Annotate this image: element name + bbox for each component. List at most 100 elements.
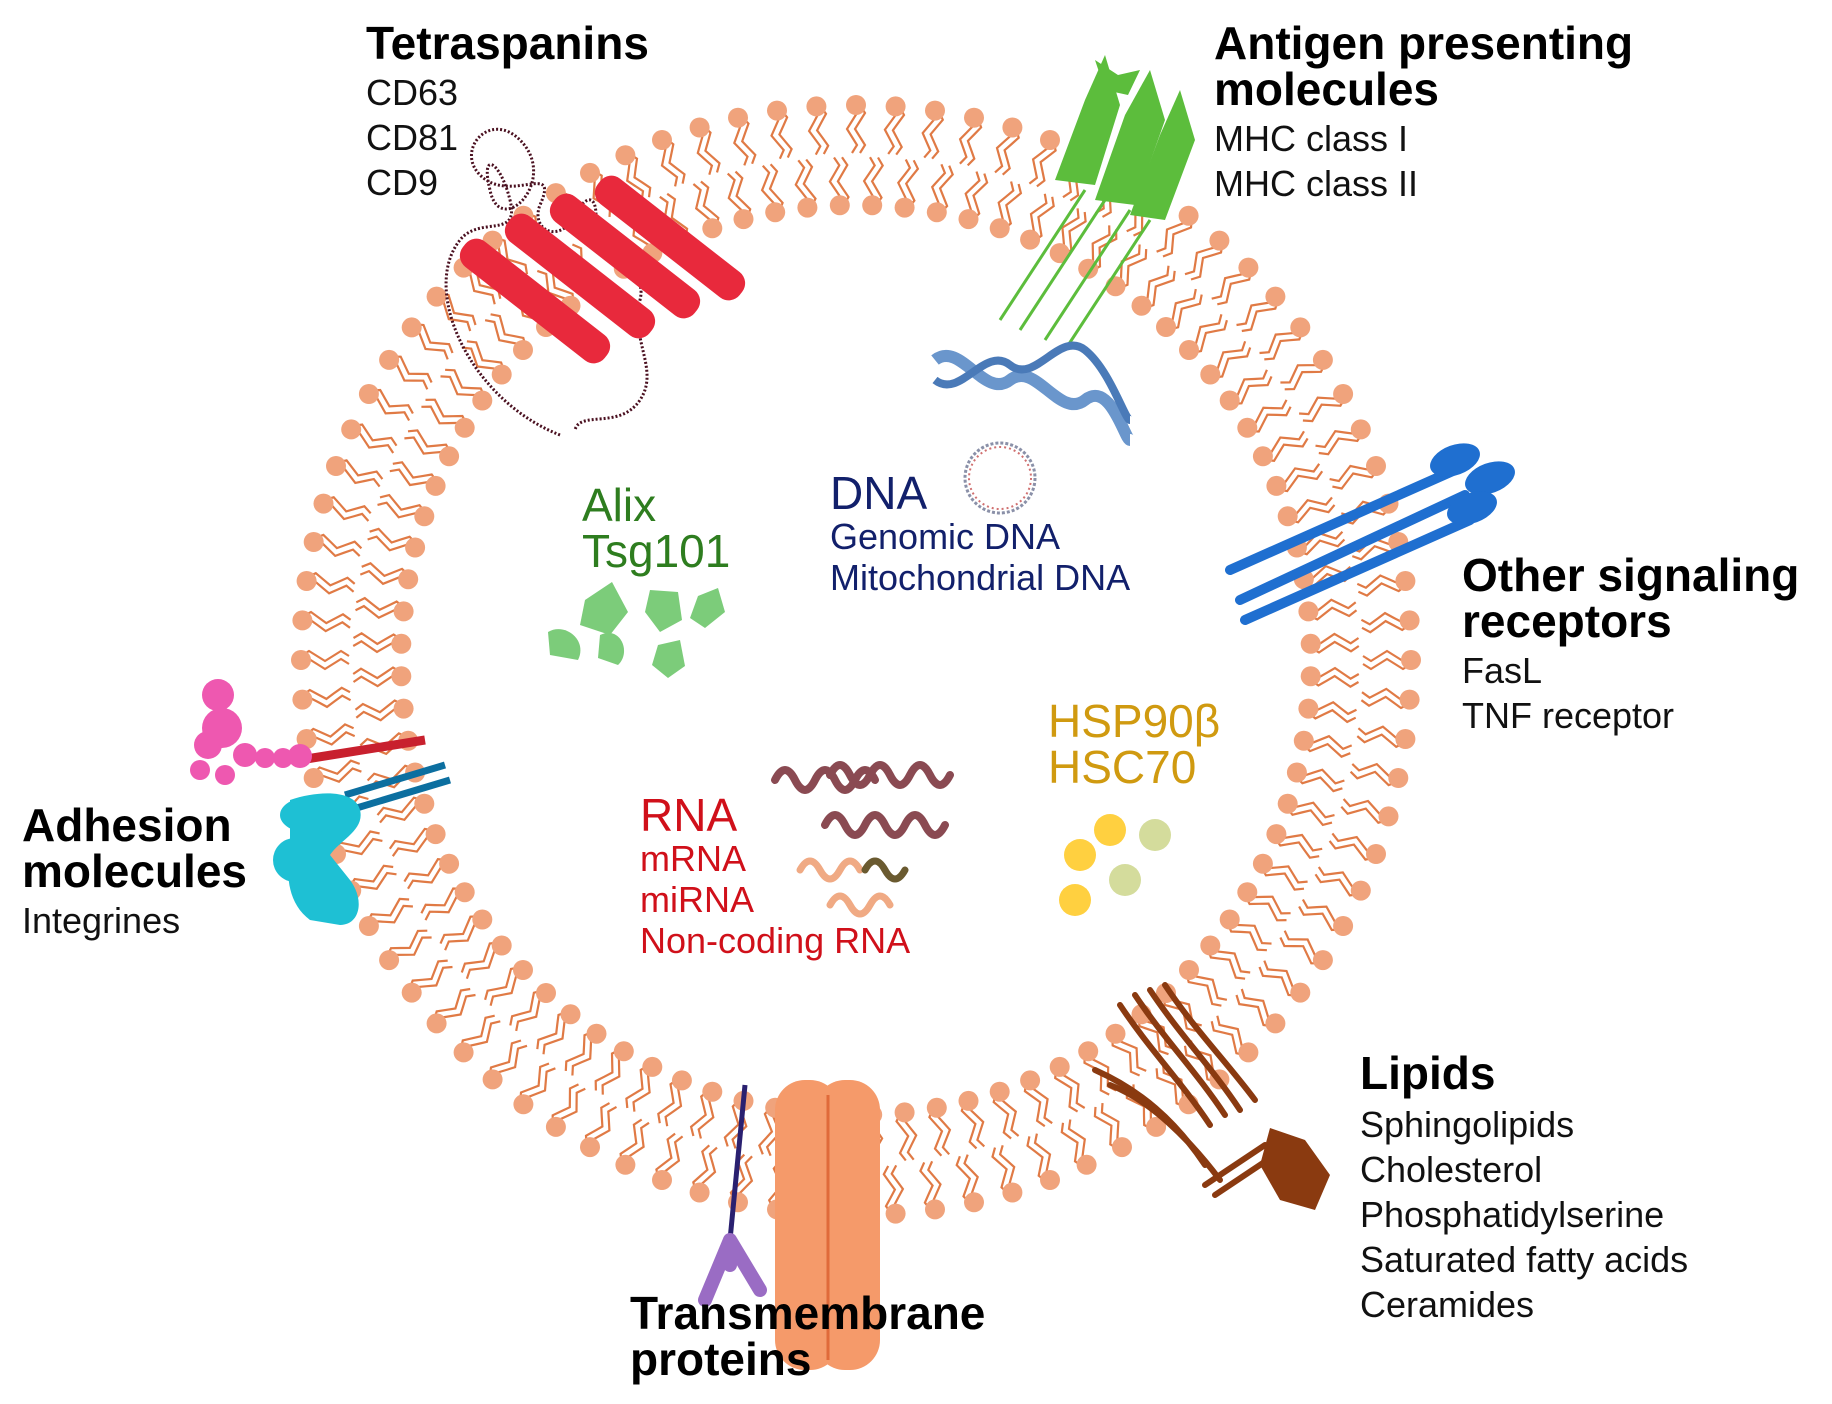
outer-lipid-head	[1265, 286, 1286, 307]
tetraspanin-protein-icon	[444, 127, 746, 437]
transmembrane-title-line1: Transmembrane	[630, 1287, 986, 1339]
antigen-mhc2: MHC class II	[1214, 163, 1419, 204]
outer-lipid-tail	[1264, 330, 1304, 361]
lipids-title: Lipids	[1360, 1047, 1496, 1099]
signaling-items: FasL TNF receptor	[1462, 648, 1799, 738]
inner-lipid-head	[405, 537, 426, 558]
outer-lipid-head	[1350, 880, 1371, 901]
inner-lipid-head	[642, 1056, 663, 1077]
adhesion-label-group: Adhesion molecules Integrines	[22, 802, 247, 943]
inner-lipid-tail	[870, 156, 884, 207]
outer-lipid-head	[925, 100, 945, 121]
outer-lipid-head	[545, 1116, 566, 1137]
outer-lipid-head	[1040, 1170, 1060, 1190]
inner-lipid-head	[894, 197, 915, 218]
outer-lipid-head	[1002, 1182, 1023, 1203]
outer-lipid-tail	[815, 105, 830, 155]
inner-lipid-tail	[1111, 1035, 1141, 1077]
lipids-label-group: Lipids Sphingolipids Cholesterol Phospha…	[1360, 1050, 1688, 1327]
outer-lipid-tail	[551, 1083, 579, 1125]
inner-lipid-head	[797, 197, 818, 218]
inner-lipid-tail	[439, 915, 481, 945]
outer-lipid-head	[652, 1170, 672, 1190]
chaperone-protein-icon	[1059, 814, 1171, 916]
outer-lipid-tail	[882, 1165, 897, 1215]
inner-lipid-tail	[734, 170, 752, 219]
outer-lipid-tail	[702, 125, 721, 173]
dna-helix-icon	[931, 341, 1136, 446]
outer-lipid-tail	[1361, 619, 1411, 634]
outer-lipid-tail	[432, 987, 471, 1021]
signaling-fasl: FasL	[1462, 650, 1543, 691]
inner-lipid-tail	[1002, 183, 1023, 231]
inner-lipid-tail	[352, 666, 402, 680]
outer-lipid-head	[379, 950, 400, 971]
outer-lipid-head	[1399, 689, 1420, 710]
outer-lipid-tail	[891, 106, 906, 156]
rna-title: RNA	[640, 789, 738, 841]
antigen-items: MHC class I MHC class II	[1214, 116, 1633, 206]
inner-lipid-head	[1020, 229, 1041, 250]
mhc-protein-icon	[998, 55, 1195, 351]
inner-lipid-tail	[1054, 1068, 1079, 1113]
inner-lipid-head	[926, 202, 947, 223]
rna-mirna: miRNA	[640, 879, 754, 920]
signaling-title-line1: Other signaling	[1462, 549, 1800, 601]
inner-lipid-tail	[625, 1064, 650, 1109]
dna-title: DNA	[830, 467, 928, 519]
tsg101-label: Tsg101	[582, 525, 731, 577]
inner-lipid-head	[1277, 793, 1298, 814]
outer-lipid-head	[1350, 419, 1371, 440]
inner-lipid-head	[829, 195, 850, 216]
lipid-saturated-fatty-acids: Saturated fatty acids	[1360, 1239, 1689, 1280]
transmembrane-label-group: Transmembrane proteins	[630, 1290, 985, 1382]
outer-lipid-head	[313, 493, 334, 514]
outer-lipid-tail	[584, 1102, 611, 1146]
outer-lipid-tail	[740, 116, 757, 165]
inner-lipid-head	[702, 218, 723, 239]
antigen-title-line1: Antigen presenting	[1214, 17, 1634, 69]
outer-lipid-head	[1333, 384, 1354, 404]
outer-lipid-head	[292, 689, 313, 710]
outer-lipid-head	[513, 1094, 534, 1115]
outer-lipid-tail	[778, 109, 793, 159]
outer-lipid-tail	[439, 292, 477, 326]
inner-lipid-head	[1298, 601, 1319, 622]
inner-lipid-head	[425, 475, 446, 496]
outer-lipid-head	[1312, 950, 1333, 971]
inner-lipid-tail	[536, 1010, 568, 1050]
inner-lipid-head	[958, 209, 979, 230]
outer-lipid-tail	[348, 864, 394, 888]
inner-lipid-tail	[1206, 948, 1246, 980]
tetraspanins-items: CD63 CD81 CD9	[366, 70, 649, 205]
outer-lipid-head	[1290, 982, 1311, 1003]
inner-lipid-tail	[1288, 504, 1336, 524]
inner-lipid-head	[1105, 1023, 1126, 1044]
outer-lipid-head	[1076, 1154, 1097, 1175]
inner-lipid-head	[1200, 364, 1221, 385]
inner-lipid-tail	[460, 941, 500, 973]
inner-lipid-head	[1252, 853, 1273, 874]
outer-lipid-tail	[414, 323, 454, 354]
outer-lipid-head	[1146, 1116, 1167, 1137]
inner-lipid-head	[1156, 317, 1176, 337]
inner-lipid-head	[733, 209, 754, 230]
inner-lipid-tail	[379, 493, 427, 514]
outer-lipid-head	[615, 1154, 636, 1175]
inner-lipid-tail	[484, 966, 521, 1001]
outer-lipid-head	[1333, 916, 1354, 936]
lipid-phosphatidylserine: Phosphatidylserine	[1360, 1194, 1665, 1235]
outer-lipid-head	[1312, 349, 1333, 370]
lipid-bilayer-membrane	[291, 95, 1421, 1225]
inner-lipid-head	[393, 601, 414, 622]
outer-lipid-tail	[628, 152, 652, 198]
outer-lipid-tail	[302, 610, 352, 625]
inner-lipid-head	[1179, 960, 1199, 980]
inner-lipid-head	[536, 983, 556, 1003]
outer-lipid-head	[1366, 456, 1386, 476]
outer-lipid-tail	[391, 355, 433, 383]
outer-lipid-tail	[305, 723, 355, 738]
outer-lipid-tail	[324, 496, 372, 515]
inner-lipid-head	[414, 506, 435, 527]
inner-lipid-tail	[971, 173, 989, 221]
